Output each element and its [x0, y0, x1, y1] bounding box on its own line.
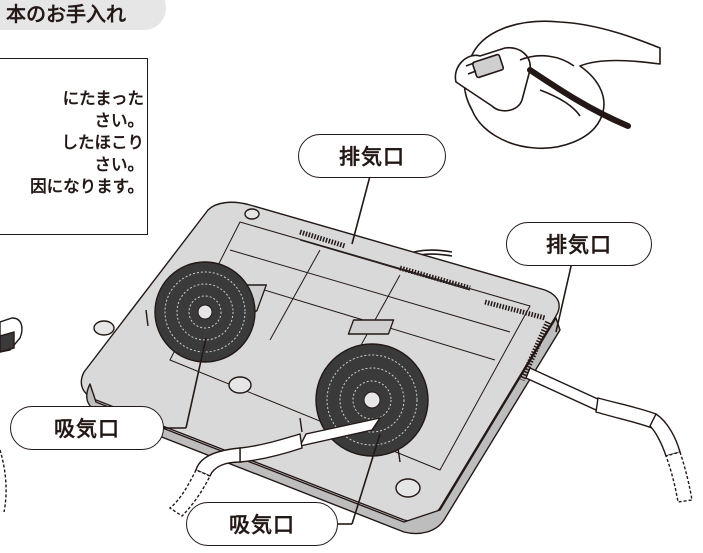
- appliance-underside: [80, 201, 561, 535]
- section-header-title: 本のお手入れ: [6, 2, 126, 26]
- callout-intake-left: 吸気口: [10, 406, 164, 450]
- instruction-note-box: にたまった さい。 したほこり さい。 因になります。: [0, 58, 148, 235]
- callout-intake-bottom-label: 吸気口: [229, 513, 295, 537]
- section-header-tab: 本のお手入れ: [0, 0, 166, 30]
- leader-lines: [164, 175, 573, 525]
- callout-exhaust-right: 排気口: [506, 222, 652, 266]
- vacuum-nozzle-left: [168, 416, 382, 517]
- callout-intake-bottom: 吸気口: [186, 502, 338, 546]
- note-line-1: にたまった: [62, 89, 144, 108]
- power-cord: [527, 67, 631, 129]
- note-line-2: さい。: [94, 111, 145, 130]
- note-line-5: 因になります。: [30, 177, 144, 196]
- note-line-3: したほこり: [61, 133, 145, 152]
- intake-fan-left: [154, 261, 256, 363]
- callout-intake-left-label: 吸気口: [54, 417, 120, 441]
- callout-exhaust-top: 排気口: [298, 134, 446, 178]
- hand-wiping-plug-illustration: [454, 20, 661, 150]
- callout-exhaust-top-label: 排気口: [339, 145, 405, 169]
- partial-device-left: [0, 317, 23, 513]
- vacuum-nozzle-right: [525, 367, 693, 503]
- callout-exhaust-right-label: 排気口: [546, 233, 612, 257]
- note-line-4: さい。: [94, 155, 145, 174]
